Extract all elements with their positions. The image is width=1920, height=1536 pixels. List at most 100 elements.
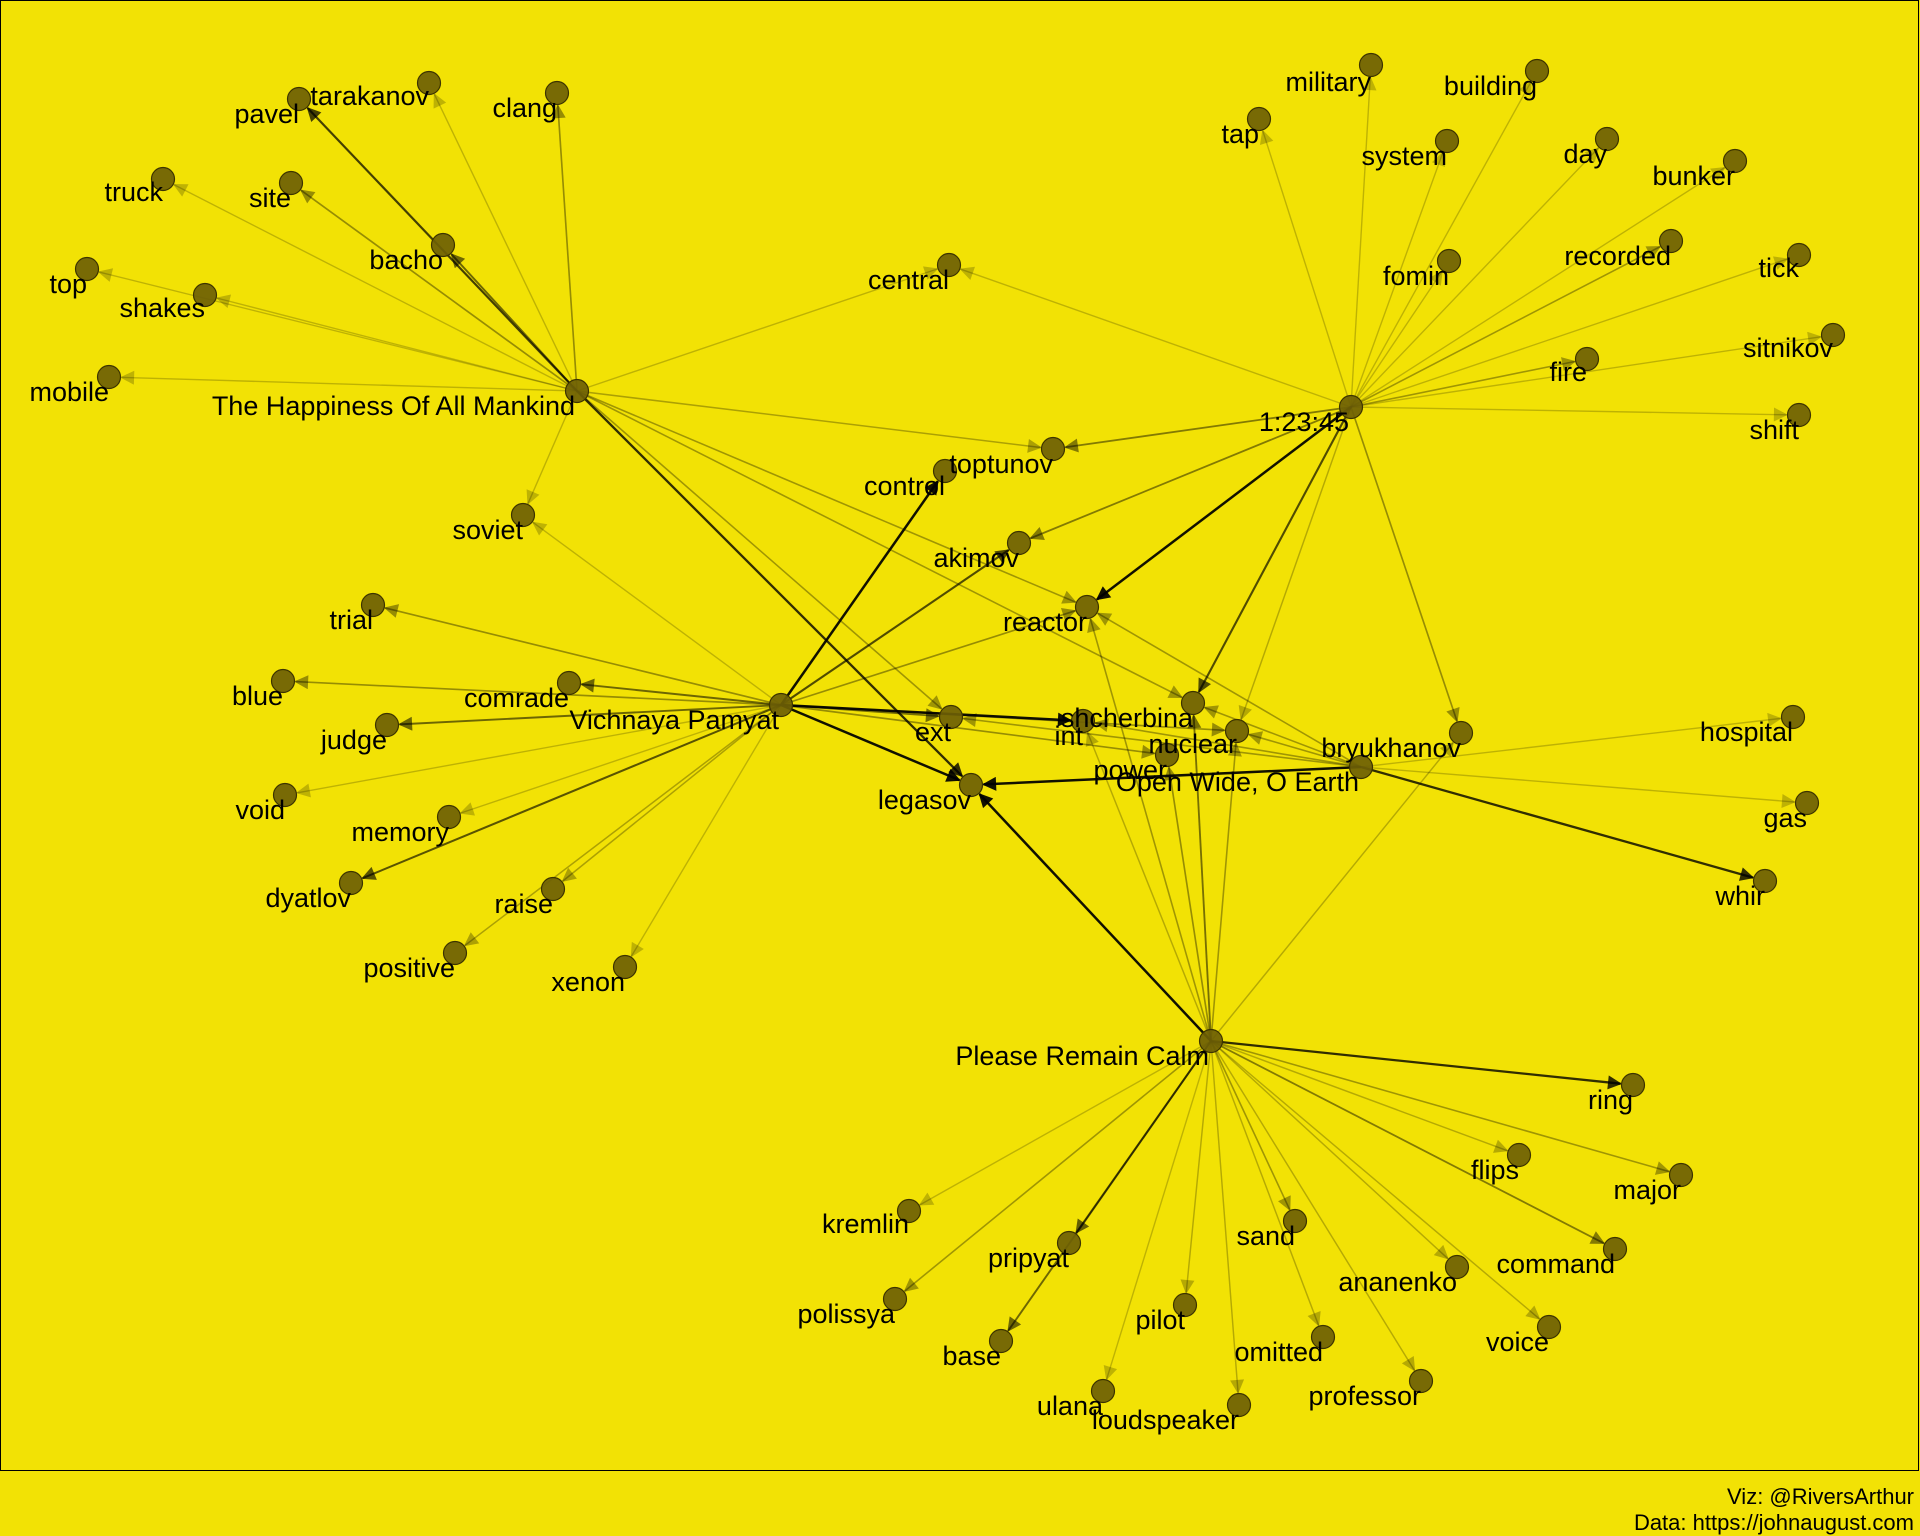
label-tap: tap bbox=[1221, 119, 1259, 149]
edge-calm-to-voice bbox=[1210, 1040, 1541, 1320]
label-openwide: Open Wide, O Earth bbox=[1116, 767, 1359, 797]
node-central bbox=[936, 252, 962, 278]
edge-clock-to-toptunov bbox=[1063, 406, 1352, 453]
node-akimov bbox=[1006, 530, 1032, 556]
node-ring bbox=[1620, 1072, 1646, 1098]
edge-calm-to-ulana bbox=[1103, 1040, 1212, 1381]
edge-calm-to-shcherbina bbox=[1187, 714, 1212, 1042]
edge-clock-to-fomin bbox=[1350, 270, 1443, 408]
edge-happiness-to-toptunov bbox=[576, 390, 1042, 453]
label-sand: sand bbox=[1236, 1221, 1295, 1251]
node-fire bbox=[1574, 346, 1600, 372]
label-blue: blue bbox=[232, 681, 283, 711]
edge-calm-to-int bbox=[1085, 731, 1212, 1042]
label-raise: raise bbox=[494, 889, 553, 919]
edge-openwide-to-shcherbina bbox=[1203, 705, 1362, 768]
edge-happiness-to-mobile bbox=[120, 370, 578, 392]
node-polissya bbox=[882, 1286, 908, 1312]
label-sitnikov: sitnikov bbox=[1743, 333, 1834, 363]
node-kremlin bbox=[896, 1198, 922, 1224]
node-base bbox=[988, 1328, 1014, 1354]
node-control bbox=[932, 458, 958, 484]
node-shakes bbox=[192, 282, 218, 308]
label-loudspeaker: loudspeaker bbox=[1092, 1405, 1239, 1435]
label-happiness: The Happiness Of All Mankind bbox=[212, 391, 575, 421]
label-judge: judge bbox=[320, 725, 387, 755]
edge-happiness-to-bacho bbox=[450, 253, 578, 392]
node-openwide bbox=[1348, 754, 1374, 780]
label-polissya: polissya bbox=[797, 1299, 896, 1329]
label-voice: voice bbox=[1486, 1327, 1549, 1357]
label-day: day bbox=[1563, 139, 1607, 169]
edge-clock-to-shift bbox=[1350, 406, 1788, 422]
edge-clock-to-tick bbox=[1350, 256, 1789, 408]
label-xenon: xenon bbox=[551, 967, 625, 997]
node-judge bbox=[374, 712, 400, 738]
node-memory bbox=[436, 804, 462, 830]
node-int bbox=[1070, 708, 1096, 734]
node-raise bbox=[540, 876, 566, 902]
node-layer bbox=[74, 52, 1846, 1418]
label-base: base bbox=[942, 1341, 1001, 1371]
label-memory: memory bbox=[351, 817, 449, 847]
edge-clock-to-building bbox=[1350, 80, 1532, 408]
edge-vichnaya-to-trial bbox=[383, 604, 782, 706]
label-ext: ext bbox=[915, 717, 952, 747]
edge-calm-to-pilot bbox=[1180, 1040, 1212, 1294]
edge-clock-to-military bbox=[1350, 76, 1377, 408]
label-bryukhanov: bryukhanov bbox=[1321, 733, 1461, 763]
node-shcherbina bbox=[1180, 690, 1206, 716]
edge-vichnaya-to-legasov bbox=[780, 703, 961, 782]
node-tick bbox=[1786, 242, 1812, 268]
label-tarakanov: tarakanov bbox=[310, 81, 429, 111]
label-mobile: mobile bbox=[29, 377, 109, 407]
node-sitnikov bbox=[1820, 322, 1846, 348]
edge-happiness-to-reactor bbox=[576, 390, 1077, 604]
node-void bbox=[272, 782, 298, 808]
edge-calm-to-sand bbox=[1210, 1040, 1291, 1211]
node-nuclear bbox=[1224, 718, 1250, 744]
network-graph: The Happiness Of All Mankind 1:23:45Vichn… bbox=[29, 52, 1846, 1435]
edge-vichnaya-to-memory bbox=[459, 704, 782, 816]
edge-openwide-to-reactor bbox=[1096, 612, 1362, 768]
label-void: void bbox=[235, 795, 285, 825]
edge-vichnaya-to-blue bbox=[294, 675, 782, 706]
edge-happiness-to-central bbox=[576, 266, 939, 392]
node-bryukhanov bbox=[1448, 720, 1474, 746]
node-legasov bbox=[958, 772, 984, 798]
edge-happiness-to-clang bbox=[551, 104, 578, 392]
edge-openwide-to-nuclear bbox=[1247, 731, 1362, 768]
edge-clock-to-recorded bbox=[1350, 246, 1662, 408]
label-reactor: reactor bbox=[1003, 607, 1087, 637]
label-clock: 1:23:45 bbox=[1259, 407, 1349, 437]
edge-calm-to-ring bbox=[1210, 1039, 1622, 1090]
node-sand bbox=[1282, 1208, 1308, 1234]
edge-happiness-to-top bbox=[97, 268, 578, 392]
label-soviet: soviet bbox=[452, 515, 523, 545]
edge-openwide-to-whir bbox=[1360, 765, 1755, 881]
label-power: power bbox=[1093, 755, 1167, 785]
node-calm bbox=[1198, 1028, 1224, 1054]
node-professor bbox=[1408, 1368, 1434, 1394]
label-major: major bbox=[1613, 1175, 1681, 1205]
node-bunker bbox=[1722, 148, 1748, 174]
edge-clock-to-tap bbox=[1259, 129, 1352, 408]
edge-calm-to-pripyat bbox=[1075, 1040, 1212, 1234]
node-shift bbox=[1786, 402, 1812, 428]
edge-calm-to-power bbox=[1163, 765, 1212, 1042]
node-mobile bbox=[96, 364, 122, 390]
edge-calm-to-polissya bbox=[903, 1040, 1212, 1292]
node-reactor bbox=[1074, 594, 1100, 620]
node-tarakanov bbox=[416, 70, 442, 96]
edge-clock-to-day bbox=[1350, 147, 1600, 408]
node-soviet bbox=[510, 502, 536, 528]
label-vichnaya: Vichnaya Pamyat bbox=[569, 705, 779, 735]
node-top bbox=[74, 256, 100, 282]
label-top: top bbox=[49, 269, 87, 299]
label-bunker: bunker bbox=[1652, 161, 1735, 191]
node-command bbox=[1602, 1236, 1628, 1262]
node-ext bbox=[938, 704, 964, 730]
node-clang bbox=[544, 80, 570, 106]
edge-happiness-to-tarakanov bbox=[433, 93, 578, 392]
label-pavel: pavel bbox=[234, 99, 299, 129]
